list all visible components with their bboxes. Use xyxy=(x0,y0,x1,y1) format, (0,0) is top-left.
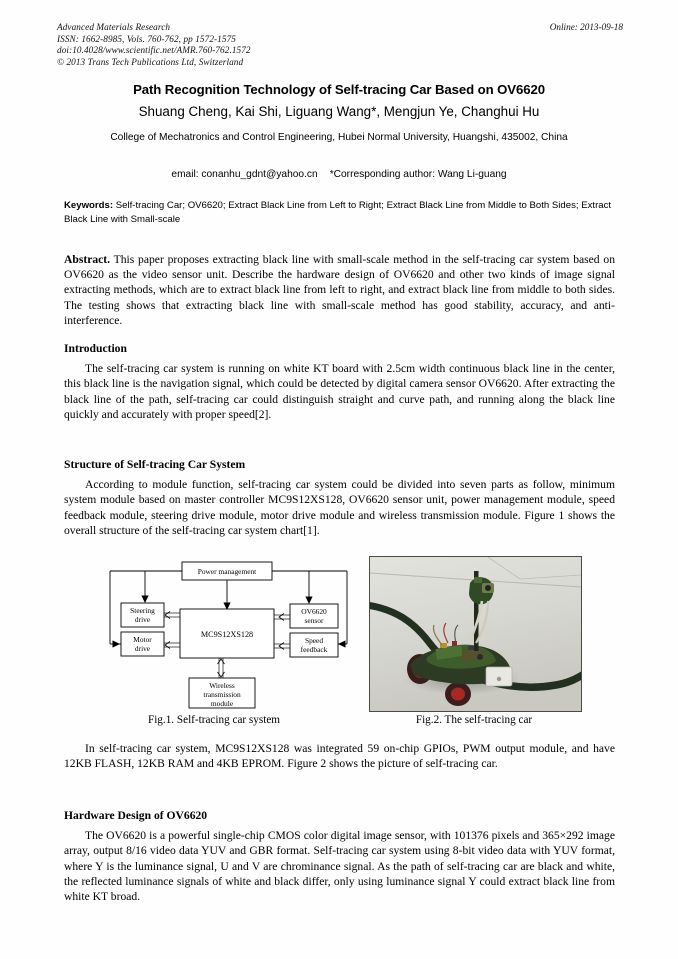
paragraph-hardware: The OV6620 is a powerful single-chip CMO… xyxy=(64,829,615,903)
figure-row: Power management Steering drive Motor dr… xyxy=(64,556,615,731)
fig1-label-steering-1: Steering xyxy=(130,606,155,615)
fig1-label-motor-1: Motor xyxy=(133,635,152,644)
figure-2-photo xyxy=(369,556,582,712)
figure-2-caption: Fig.2. The self-tracing car xyxy=(415,714,533,726)
keywords-text: Self-tracing Car; OV6620; Extract Black … xyxy=(64,200,612,225)
affiliation: College of Mechatronics and Control Engi… xyxy=(110,132,568,143)
issn-line: ISSN: 1662-8985, Vols. 760-762, pp 1572-… xyxy=(57,33,236,44)
fig1-label-motor-2: drive xyxy=(135,644,151,653)
section-heading-hardware: Hardware Design of OV6620 xyxy=(64,809,208,822)
fig1-label-sensor-1: OV6620 xyxy=(301,607,327,616)
keywords-block: Keywords: Self-tracing Car; OV6620; Extr… xyxy=(64,199,614,226)
fig1-label-wireless-2: transmission xyxy=(203,690,241,699)
paragraph-structure: According to module function, self-traci… xyxy=(64,478,615,537)
page-title: Path Recognition Technology of Self-trac… xyxy=(133,82,545,97)
abstract-text: This paper proposes extracting black lin… xyxy=(64,253,615,327)
doi-line: doi:10.4028/www.scientific.net/AMR.760-7… xyxy=(57,45,251,56)
fig1-label-steering-2: drive xyxy=(135,615,151,624)
section-heading-introduction: Introduction xyxy=(64,342,127,355)
abstract-block: Abstract. This paper proposes extracting… xyxy=(64,252,615,328)
figure-1-block-diagram: Power management Steering drive Motor dr… xyxy=(104,558,354,710)
section-heading-structure: Structure of Self-tracing Car System xyxy=(64,458,246,471)
fig1-label-mcu: MC9S12XS128 xyxy=(201,630,253,639)
corresponding-author: *Corresponding author: Wang Li-guang xyxy=(329,169,507,180)
paragraph-mcu-details: In self-tracing car system, MC9S12XS128 … xyxy=(64,742,615,771)
fig1-label-wireless-1: Wireless xyxy=(209,681,235,690)
figure-1-caption: Fig.1. Self-tracing car system xyxy=(147,714,281,726)
masthead: Advanced Materials Research ISSN: 1662-8… xyxy=(57,22,623,68)
fig1-label-sensor-2: sensor xyxy=(305,616,324,625)
author-list: Shuang Cheng, Kai Shi, Liguang Wang*, Me… xyxy=(138,104,540,119)
journal-name: Advanced Materials Research xyxy=(57,22,171,32)
paragraph-introduction: The self-tracing car system is running o… xyxy=(64,362,615,421)
fig1-label-speed-1: Speed xyxy=(305,636,323,645)
abstract-label: Abstract. xyxy=(64,253,111,266)
keywords-label: Keywords: xyxy=(64,200,114,211)
email-address: email: conanhu_gdnt@yahoo.cn xyxy=(171,169,318,180)
online-date: Online: 2013-09-18 xyxy=(549,22,623,32)
copyright-line: © 2013 Trans Tech Publications Ltd, Swit… xyxy=(57,56,244,67)
contact-line: email: conanhu_gdnt@yahoo.cn *Correspondi… xyxy=(64,168,614,182)
fig1-label-wireless-3: module xyxy=(211,699,234,708)
fig1-label-speed-2: feedback xyxy=(301,645,328,654)
fig1-label-power: Power management xyxy=(198,567,257,576)
